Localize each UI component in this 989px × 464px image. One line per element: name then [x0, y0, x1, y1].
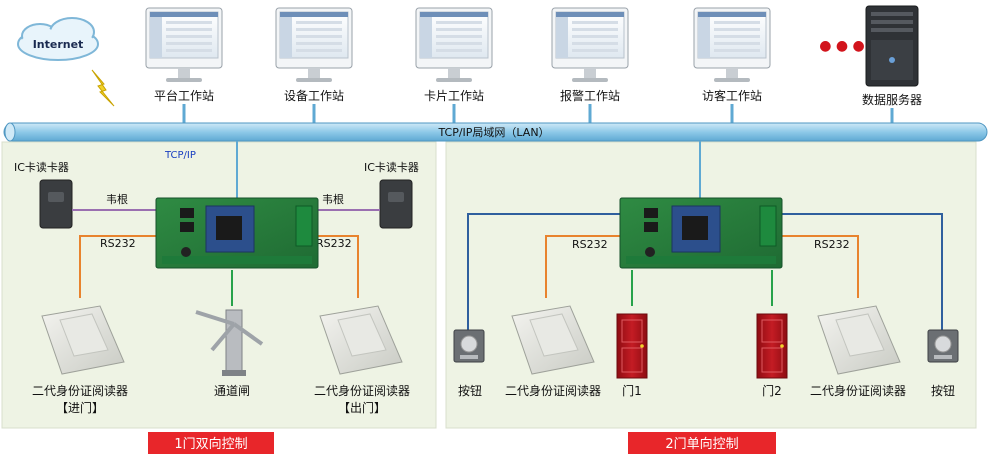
right-id-reader-label: 二代身份证阅读器 — [314, 383, 410, 398]
right-panel-right-rs232-label: RS232 — [814, 238, 850, 251]
internet-cloud-icon — [17, 17, 99, 61]
right-caption-box — [628, 432, 776, 454]
server-label: 数据服务器 — [862, 92, 922, 107]
workstation-monitor-icon — [415, 7, 493, 82]
right-caption: 2门单向控制 — [665, 436, 738, 452]
tcpip-label: TCP/IP — [164, 150, 196, 161]
left-id-card-reader-icon — [41, 305, 125, 375]
left-button-wire — [467, 213, 620, 330]
right-button-label: 按钮 — [931, 383, 955, 398]
right-panel — [445, 141, 977, 429]
left-caption: 1门双向控制 — [174, 436, 247, 452]
right-panel-right-id-reader-label: 二代身份证阅读器 — [810, 383, 906, 398]
workstation-label-device: 设备工作站 — [284, 89, 344, 103]
door1-label: 门1 — [622, 383, 642, 398]
right-controller-board — [619, 197, 783, 269]
workstation-links — [182, 104, 734, 124]
lightning-icon — [91, 69, 115, 107]
workstation-monitor-icon — [275, 7, 353, 82]
right-panel-left-rs232-label: RS232 — [572, 238, 608, 251]
left-caption-box — [148, 432, 274, 454]
left-rs232-wire — [79, 235, 156, 298]
right-wiegand-label: 韦根 — [322, 192, 344, 206]
left-panel — [1, 141, 437, 429]
more-dots: ● ● ● — [819, 38, 865, 54]
turnstile-label: 通道闸 — [214, 384, 250, 398]
door1-icon — [616, 313, 648, 379]
left-ic-card-reader-icon — [39, 179, 73, 229]
right-id-card-reader-icon — [319, 305, 403, 375]
workstation-group: 平台工作站 设备工作站 卡片工作站 报警工作站 访客工作站 — [145, 7, 771, 103]
right-button-wire — [782, 213, 943, 330]
right-panel-left-id-card-reader-icon — [511, 305, 595, 375]
server-icon — [865, 5, 919, 87]
left-id-reader-sublabel: 【进门】 — [56, 400, 104, 415]
workstation-monitor-icon — [145, 7, 223, 82]
door2-label: 门2 — [762, 383, 782, 398]
right-exit-button-icon — [927, 329, 959, 363]
right-rs232-label: RS232 — [316, 237, 352, 250]
left-ic-reader-label: IC卡读卡器 — [14, 160, 69, 174]
right-ic-reader-label: IC卡读卡器 — [364, 160, 419, 174]
right-id-reader-sublabel: 【出门】 — [338, 400, 386, 415]
workstation-monitor-icon — [693, 7, 771, 82]
right-ic-card-reader-icon — [379, 179, 413, 229]
right-panel-right-rs232-wire — [782, 235, 859, 298]
right-panel-left-rs232-wire — [545, 235, 620, 298]
workstation-label-card: 卡片工作站 — [424, 89, 484, 103]
internet-label: Internet — [33, 38, 84, 51]
lan-pipe — [3, 122, 988, 142]
lan-label: TCP/IP局域网（LAN） — [437, 126, 549, 139]
door2-icon — [756, 313, 788, 379]
workstation-monitor-icon — [551, 7, 629, 82]
workstation-label-platform: 平台工作站 — [154, 88, 214, 103]
left-id-reader-label: 二代身份证阅读器 — [32, 383, 128, 398]
right-panel-left-id-reader-label: 二代身份证阅读器 — [505, 383, 601, 398]
right-panel-right-id-card-reader-icon — [817, 305, 901, 375]
left-exit-button-icon — [453, 329, 485, 363]
left-wiegand-label: 韦根 — [106, 192, 128, 206]
workstation-label-visitor: 访客工作站 — [702, 88, 762, 103]
left-controller-board — [155, 197, 319, 269]
right-rs232-wire — [318, 235, 359, 298]
left-rs232-label: RS232 — [100, 237, 136, 250]
left-button-label: 按钮 — [458, 383, 482, 398]
turnstile-icon — [195, 309, 264, 376]
workstation-label-alarm: 报警工作站 — [560, 88, 620, 103]
